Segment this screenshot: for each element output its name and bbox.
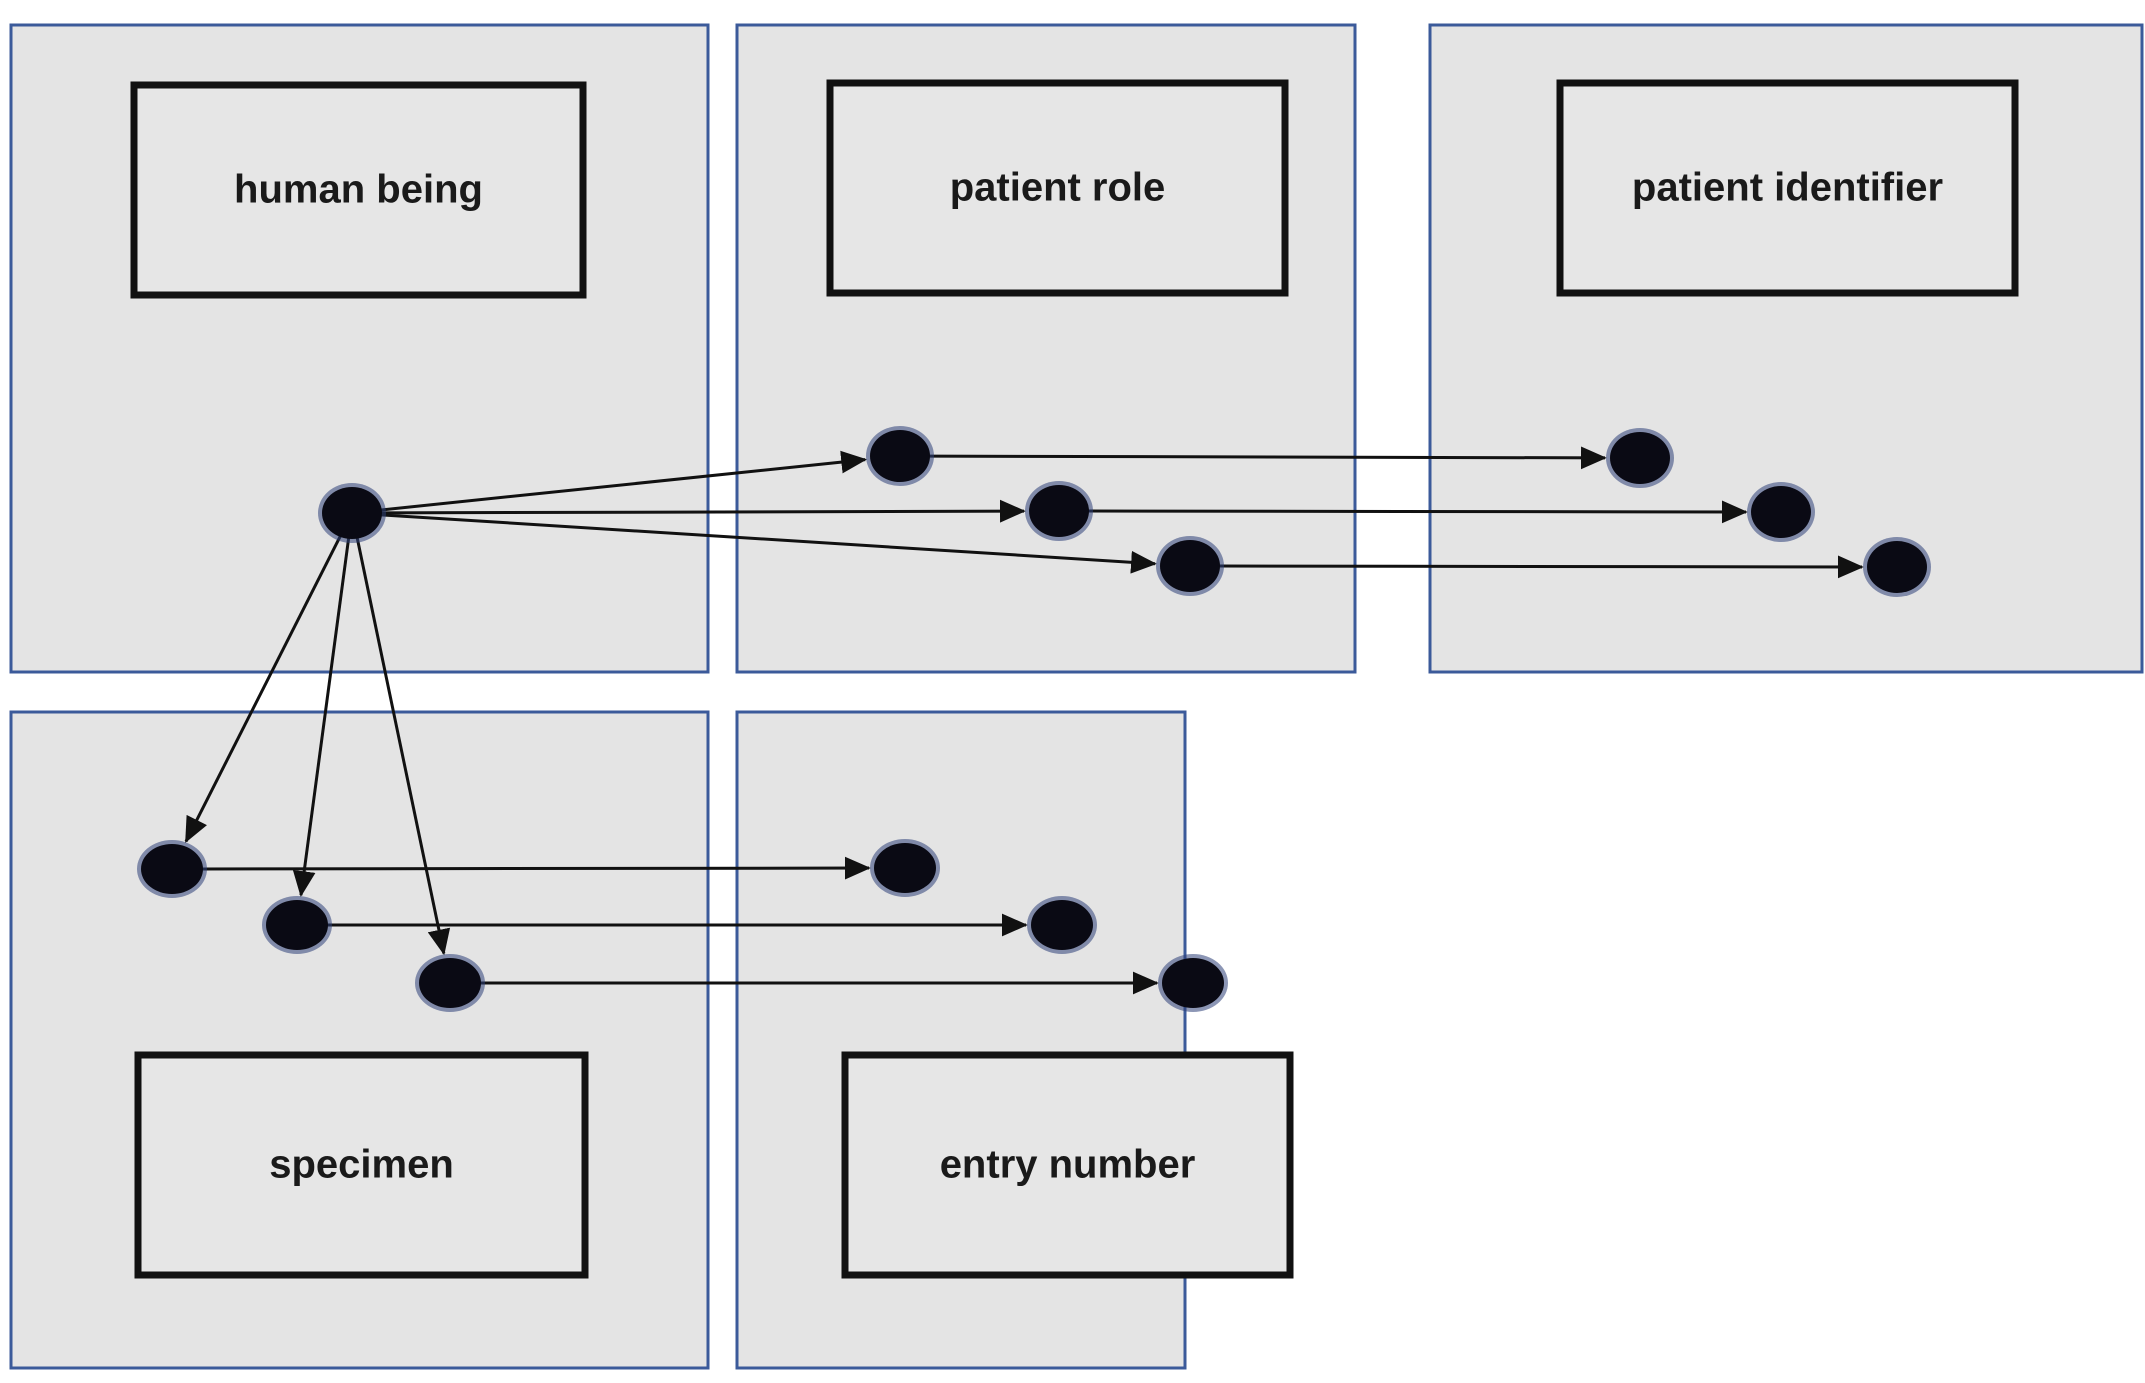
edge-hb-1-to-sp-1 bbox=[184, 535, 342, 843]
class-box-label-patient-role: patient role bbox=[950, 166, 1166, 210]
class-box-rect-patient-role bbox=[826, 79, 1289, 297]
edge-hb-1-to-pr-3 bbox=[380, 513, 1157, 574]
node-dot-hb-1 bbox=[322, 487, 382, 539]
edge-sp-1-to-en-1 bbox=[201, 856, 871, 880]
node-dot-pr-2 bbox=[1029, 485, 1089, 537]
node-dot-pr-1 bbox=[870, 430, 930, 482]
node-dot-pid-1 bbox=[1610, 432, 1670, 484]
instance-node-pid-2[interactable] bbox=[1747, 482, 1815, 542]
class-box-patient-role: patient role bbox=[826, 79, 1289, 297]
node-dot-sp-2 bbox=[266, 900, 328, 950]
instance-node-pr-2[interactable] bbox=[1025, 481, 1093, 541]
edge-hb-1-to-sp-3 bbox=[355, 537, 451, 956]
class-box-label-human-being: human being bbox=[234, 168, 483, 212]
instance-node-sp-3[interactable] bbox=[415, 954, 485, 1012]
instance-node-pr-1[interactable] bbox=[866, 426, 934, 486]
class-box-label-specimen: specimen bbox=[269, 1143, 454, 1187]
class-box-label-patient-identifier: patient identifier bbox=[1632, 166, 1943, 210]
instance-node-pr-3[interactable] bbox=[1156, 536, 1224, 596]
class-box-human-being: human being bbox=[130, 81, 587, 299]
class-box-label-entry-number: entry number bbox=[940, 1143, 1196, 1187]
instance-node-sp-1[interactable] bbox=[137, 840, 207, 898]
class-box-entry-number: entry number bbox=[841, 1051, 1294, 1279]
instance-node-hb-1[interactable] bbox=[318, 483, 386, 543]
edge-pr-3-to-pid-3 bbox=[1218, 555, 1864, 579]
node-dot-en-1 bbox=[874, 843, 936, 893]
instance-node-sp-2[interactable] bbox=[262, 896, 332, 954]
class-box-rect-specimen bbox=[134, 1051, 589, 1279]
node-dot-sp-1 bbox=[141, 844, 203, 894]
edge-hb-1-to-pr-1 bbox=[380, 450, 868, 512]
instance-node-en-2[interactable] bbox=[1027, 896, 1097, 954]
edge-pr-2-to-pid-2 bbox=[1087, 500, 1748, 524]
class-box-specimen: specimen bbox=[134, 1051, 589, 1279]
class-boxes-layer: human being patient role patient identifie… bbox=[130, 79, 2019, 1279]
instance-node-pid-1[interactable] bbox=[1606, 428, 1674, 488]
node-dot-sp-3 bbox=[419, 958, 481, 1008]
edge-pr-1-to-pid-1 bbox=[928, 446, 1607, 470]
class-box-rect-patient-identifier bbox=[1556, 79, 2019, 297]
node-dot-en-2 bbox=[1031, 900, 1093, 950]
edge-hb-1-to-pr-2 bbox=[380, 499, 1026, 523]
instance-node-en-3[interactable] bbox=[1158, 954, 1228, 1012]
class-box-rect-entry-number bbox=[841, 1051, 1294, 1279]
node-dot-en-3 bbox=[1162, 958, 1224, 1008]
nodes-layer bbox=[137, 426, 1931, 1012]
edge-hb-1-to-sp-2 bbox=[292, 537, 351, 897]
node-dot-pid-3 bbox=[1867, 541, 1927, 593]
node-dot-pid-2 bbox=[1751, 486, 1811, 538]
node-dot-pr-3 bbox=[1160, 540, 1220, 592]
class-box-rect-human-being bbox=[130, 81, 587, 299]
edges-layer bbox=[184, 446, 1864, 995]
instance-node-en-1[interactable] bbox=[870, 839, 940, 897]
instance-node-pid-3[interactable] bbox=[1863, 537, 1931, 597]
class-box-patient-identifier: patient identifier bbox=[1556, 79, 2019, 297]
